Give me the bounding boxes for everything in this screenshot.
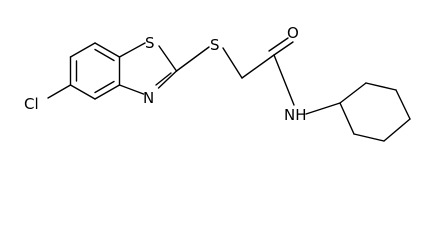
bond-c-cl [47, 84, 72, 99]
bond-s-ch2 [222, 47, 243, 79]
bond-c-s [175, 46, 210, 72]
bond-ch2-c [241, 54, 275, 79]
atom-sulfur-linker: S [210, 36, 220, 54]
bond [157, 70, 178, 89]
bond [118, 42, 146, 58]
bond [69, 84, 96, 100]
bond [69, 42, 96, 58]
bond [383, 118, 411, 142]
double-bond [155, 72, 172, 86]
double-bond [94, 48, 115, 62]
bond [353, 133, 385, 142]
bond [395, 89, 411, 120]
bond [339, 82, 367, 104]
bond [118, 84, 145, 95]
atom-chlorine: Cl [24, 95, 39, 113]
atom-nitrogen: N [143, 89, 154, 107]
structure-diagram: Cl S N S O NH [24, 24, 411, 142]
bond [339, 102, 355, 135]
bond-c-n [273, 54, 295, 106]
bond [365, 82, 397, 91]
atom-oxygen: O [287, 24, 299, 42]
bond [158, 45, 178, 72]
bond-n-cyclohexyl [305, 102, 341, 115]
atom-nh: NH [284, 106, 307, 124]
thiazole-ring [118, 42, 178, 95]
double-bond [94, 80, 115, 94]
cyclohexane-ring [339, 82, 411, 142]
molecule-drawing: Cl S N S O NH [24, 24, 411, 142]
bond [94, 42, 121, 58]
double-bond-c-o [268, 37, 289, 52]
benzene-ring [69, 42, 121, 100]
bond [94, 84, 121, 100]
bond-c-o [273, 41, 294, 56]
atom-sulfur-ring: S [145, 34, 155, 52]
